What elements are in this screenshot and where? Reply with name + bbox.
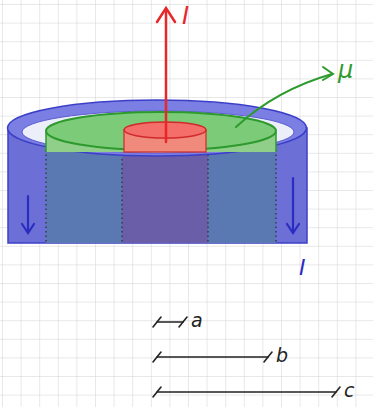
current-label: I: [299, 257, 306, 279]
radius-label: b: [276, 346, 288, 365]
dotted-edges: [46, 150, 276, 243]
radius-label: a: [191, 311, 203, 330]
outer-rim: [8, 100, 307, 156]
scale-bars: [153, 317, 340, 397]
outer-conductor: [8, 128, 307, 243]
dielectric-column: [46, 150, 276, 243]
radius-label: c: [344, 381, 354, 400]
permeability-label: μ: [338, 58, 353, 82]
inner-conductor-column: [122, 150, 208, 243]
outer-hole: [22, 111, 294, 153]
mu-leader: [236, 67, 333, 127]
current-arrow-up: [157, 8, 175, 142]
current-label: I: [182, 4, 189, 28]
current-arrow-down: [22, 178, 299, 233]
